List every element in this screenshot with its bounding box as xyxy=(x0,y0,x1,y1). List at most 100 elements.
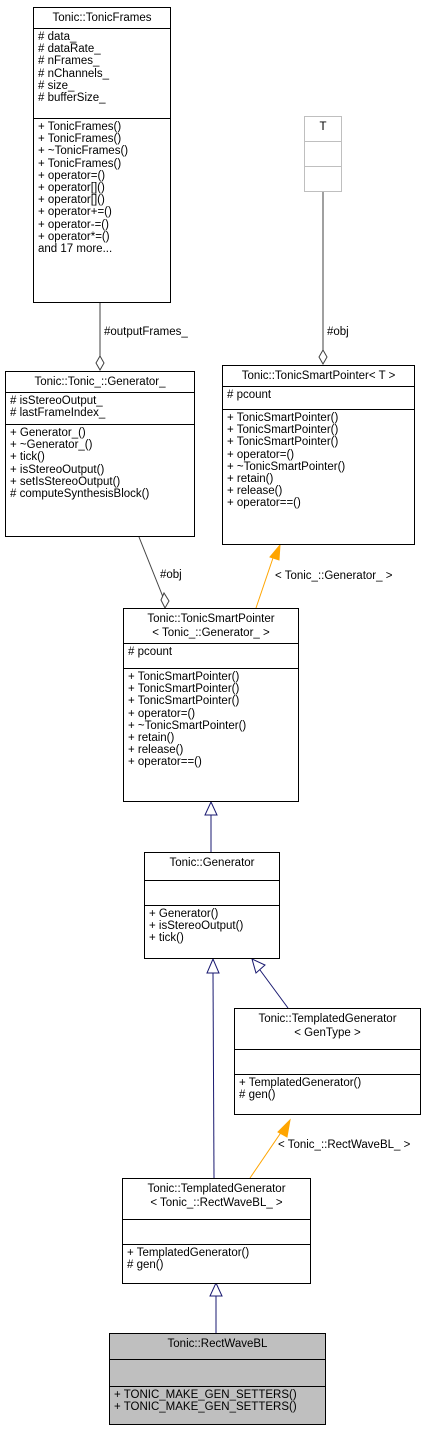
class-title-line-2: < Tonic_::Generator_ > xyxy=(152,627,270,639)
method[interactable]: + operator==() xyxy=(128,756,202,769)
method[interactable]: and 17 more... xyxy=(38,243,113,256)
method[interactable]: + operator[]() xyxy=(38,194,105,207)
method[interactable]: + TonicFrames() xyxy=(38,121,122,133)
class-generator[interactable]: Tonic::Generator + Generator() + isStere… xyxy=(144,852,280,959)
attribute[interactable]: # pcount xyxy=(227,389,272,401)
class-tonic-frames[interactable]: Tonic::TonicFrames # data_ # dataRate_ #… xyxy=(33,7,171,303)
class-title-line-1: Tonic::TemplatedGenerator xyxy=(258,1013,397,1025)
attribute[interactable]: # nFrames_ xyxy=(38,55,100,68)
method[interactable]: + ~TonicSmartPointer() xyxy=(227,460,346,473)
method[interactable]: + operator+=() xyxy=(38,206,112,219)
edge-templated-gentype-inherits xyxy=(251,958,289,1009)
methods-section: + TonicSmartPointer() + TonicSmartPointe… xyxy=(124,668,298,772)
edge-label-obj-gen: #obj xyxy=(160,569,182,581)
attributes-section xyxy=(123,1219,310,1244)
edge-obj-gen xyxy=(138,536,170,610)
method[interactable]: + ~Generator_() xyxy=(10,439,93,452)
method[interactable]: + TonicFrames() xyxy=(38,157,122,170)
attribute[interactable]: # pcount xyxy=(128,646,173,658)
method[interactable]: + TonicFrames() xyxy=(38,133,122,146)
method[interactable]: # gen() xyxy=(239,1089,276,1102)
edge-label-obj-t: #obj xyxy=(327,326,349,338)
class-title-line-1: Tonic::TemplatedGenerator xyxy=(147,1183,286,1195)
method[interactable]: + TonicSmartPointer() xyxy=(128,671,240,683)
method[interactable]: + TonicSmartPointer() xyxy=(128,695,240,708)
method[interactable]: + operator[]() xyxy=(38,182,105,195)
method[interactable]: + TemplatedGenerator() xyxy=(127,1247,250,1259)
class-title-line-2: < Tonic_::RectWaveBL_ > xyxy=(150,1197,283,1209)
edge-label-bind-generator: < Tonic_::Generator_ > xyxy=(275,570,393,582)
edge-label-output-frames: #outputFrames_ xyxy=(104,326,188,338)
attribute[interactable]: # nChannels_ xyxy=(38,67,109,80)
class-rect-wave-bl[interactable]: Tonic::RectWaveBL + TONIC_MAKE_GEN_SETTE… xyxy=(109,1333,326,1425)
class-title: Tonic::RectWaveBL xyxy=(167,1338,268,1350)
edge-obj-t xyxy=(318,192,328,366)
class-title: Tonic::TemplatedGenerator < Tonic_::Rect… xyxy=(123,1179,310,1219)
class-title: Tonic::Tonic_::Generator_ xyxy=(34,376,166,388)
method[interactable]: + ~TonicSmartPointer() xyxy=(128,719,247,732)
method[interactable]: + ~TonicFrames() xyxy=(38,145,129,158)
attributes-section xyxy=(110,1359,325,1386)
attribute[interactable]: # data_ xyxy=(38,31,77,43)
edge-templated-rect-inherits xyxy=(206,957,220,1179)
method[interactable]: + retain() xyxy=(227,473,274,486)
class-smart-pointer-generator[interactable]: Tonic::TonicSmartPointer < Tonic_::Gener… xyxy=(123,608,299,802)
attributes-section: # pcount xyxy=(223,386,414,409)
attribute[interactable]: # bufferSize_ xyxy=(38,92,106,105)
method[interactable]: + operator==() xyxy=(227,497,301,510)
class-title: Tonic::TonicSmartPointer < Tonic_::Gener… xyxy=(124,609,298,643)
method[interactable]: + TONIC_MAKE_GEN_SETTERS() xyxy=(114,1389,297,1401)
method[interactable]: + operator=() xyxy=(38,169,106,182)
edge-output-frames xyxy=(95,302,105,372)
method[interactable]: + operator=() xyxy=(227,448,295,461)
method[interactable]: + release() xyxy=(128,744,184,757)
method[interactable]: + isStereoOutput() xyxy=(10,463,105,476)
method[interactable]: + Generator_() xyxy=(10,427,86,439)
method[interactable]: + retain() xyxy=(128,732,175,745)
method[interactable]: + Generator() xyxy=(149,908,219,920)
method[interactable]: + release() xyxy=(227,485,283,498)
method[interactable]: + TonicSmartPointer() xyxy=(128,683,240,696)
method[interactable]: + operator*=() xyxy=(38,230,110,243)
attribute[interactable]: # dataRate_ xyxy=(38,43,101,56)
method[interactable]: + TonicSmartPointer() xyxy=(227,424,339,437)
edge-bind-rect xyxy=(249,1118,291,1179)
method[interactable]: + operator=() xyxy=(128,707,196,720)
methods-section: + TemplatedGenerator() # gen() xyxy=(123,1244,310,1274)
attributes-section: # isStereoOutput_ # lastFrameIndex_ xyxy=(6,392,194,424)
methods-section: + Generator() + isStereoOutput() + tick(… xyxy=(145,905,279,948)
class-title: Tonic::TemplatedGenerator < GenType > xyxy=(235,1009,420,1049)
attribute[interactable]: # isStereoOutput_ xyxy=(10,395,103,407)
method[interactable]: # computeSynthesisBlock() xyxy=(10,488,150,501)
methods-section: + TonicFrames() + TonicFrames() + ~Tonic… xyxy=(34,118,170,258)
method[interactable]: + TonicSmartPointer() xyxy=(227,412,339,424)
attributes-section xyxy=(235,1049,420,1074)
class-title: Tonic::TonicFrames xyxy=(52,12,152,24)
attributes-section xyxy=(305,141,341,166)
method[interactable]: + isStereoOutput() xyxy=(149,920,244,933)
methods-section xyxy=(305,166,341,191)
attribute[interactable]: # lastFrameIndex_ xyxy=(10,407,106,420)
methods-section: + TemplatedGenerator() # gen() xyxy=(235,1074,420,1104)
class-templated-generator-rect[interactable]: Tonic::TemplatedGenerator < Tonic_::Rect… xyxy=(122,1178,311,1284)
method[interactable]: # gen() xyxy=(127,1259,164,1272)
attributes-section: # data_ # dataRate_ # nFrames_ # nChanne… xyxy=(34,28,170,118)
method[interactable]: + tick() xyxy=(149,932,184,945)
method[interactable]: + TonicSmartPointer() xyxy=(227,436,339,449)
method[interactable]: + operator-=() xyxy=(38,218,109,231)
edge-generator-inherits xyxy=(204,800,218,852)
method[interactable]: + setIsStereoOutput() xyxy=(10,475,121,488)
edge-label-bind-rect: < Tonic_::RectWaveBL_ > xyxy=(278,1139,411,1151)
class-smart-pointer-t[interactable]: Tonic::TonicSmartPointer< T > # pcount +… xyxy=(222,365,415,545)
attribute[interactable]: # size_ xyxy=(38,79,75,92)
class-generator-underscore[interactable]: Tonic::Tonic_::Generator_ # isStereoOutp… xyxy=(5,371,195,537)
class-templated-generator-gentype[interactable]: Tonic::TemplatedGenerator < GenType > + … xyxy=(234,1008,421,1115)
class-title-line-2: < GenType > xyxy=(294,1027,361,1039)
methods-section: + TonicSmartPointer() + TonicSmartPointe… xyxy=(223,409,414,513)
method[interactable]: + TONIC_MAKE_GEN_SETTERS() xyxy=(114,1401,297,1414)
method[interactable]: + tick() xyxy=(10,451,45,464)
methods-section: + TONIC_MAKE_GEN_SETTERS() + TONIC_MAKE_… xyxy=(110,1386,325,1416)
method[interactable]: + TemplatedGenerator() xyxy=(239,1077,362,1089)
class-title-line-1: Tonic::TonicSmartPointer xyxy=(147,613,275,625)
